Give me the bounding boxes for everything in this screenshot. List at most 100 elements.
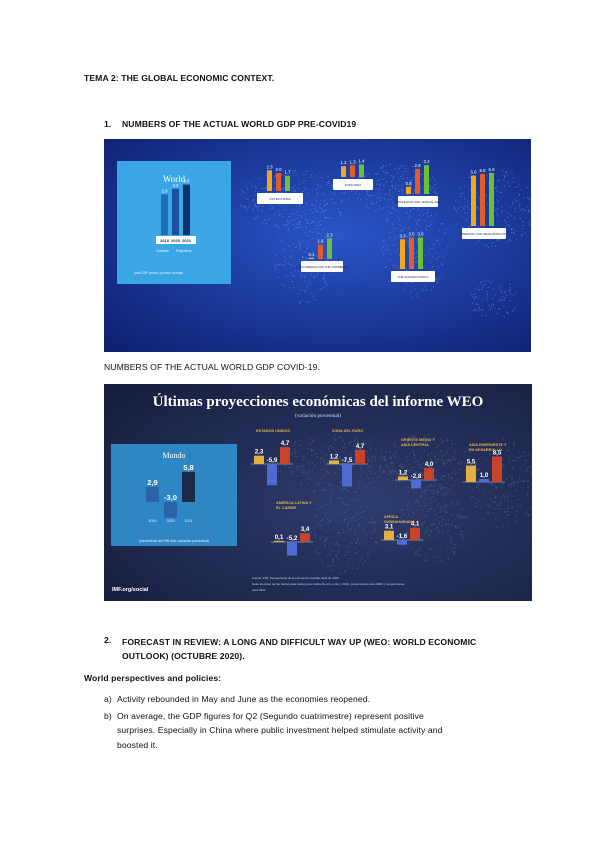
map-dot: [496, 313, 498, 315]
map-dot: [366, 191, 368, 193]
map-dot: [394, 167, 396, 169]
map-dot: [407, 219, 409, 221]
map-dot: [475, 308, 477, 310]
map-dot: [436, 474, 438, 476]
map-dot: [434, 476, 436, 478]
map-dot: [421, 524, 423, 526]
map-dot: [372, 481, 374, 483]
map-dot: [302, 455, 304, 457]
map-dot: [504, 219, 506, 221]
map-dot: [500, 191, 503, 193]
map-dot: [283, 477, 285, 479]
map-dot: [296, 210, 298, 213]
map-dot: [379, 469, 381, 471]
map-dot: [415, 229, 417, 231]
map-dot: [255, 206, 257, 208]
map-dot: [513, 444, 515, 446]
map-dot: [516, 239, 518, 241]
map-dot: [366, 451, 368, 453]
map-dot: [368, 483, 370, 485]
map-dot: [362, 511, 365, 513]
map-dot: [431, 466, 433, 469]
map-dot: [254, 204, 256, 206]
map-dot: [315, 516, 318, 518]
map-dot: [401, 475, 403, 477]
map-dot: [341, 201, 344, 203]
map-dot: [421, 447, 423, 449]
map-dot: [287, 262, 289, 265]
fig2-region-label: EN DESARROLLO: [469, 448, 502, 452]
map-dot: [497, 453, 499, 455]
map-dot: [463, 535, 465, 537]
map-dot: [416, 261, 418, 263]
map-dot: [364, 560, 366, 562]
map-dot: [437, 490, 439, 492]
map-dot: [457, 527, 459, 529]
map-dot: [375, 541, 378, 543]
map-dot: [490, 306, 492, 308]
map-dot: [463, 198, 465, 200]
map-dot: [370, 464, 372, 466]
map-dot: [512, 441, 514, 443]
map-dot: [387, 199, 389, 201]
map-dot: [492, 242, 494, 244]
map-dot: [403, 445, 405, 447]
map-dot: [351, 190, 353, 192]
map-dot: [414, 435, 416, 437]
map-dot: [474, 296, 476, 298]
map-dot: [522, 225, 524, 227]
map-dot: [304, 276, 306, 278]
map-dot: [339, 511, 341, 514]
map-dot: [387, 466, 389, 468]
fig2-region-bar: [267, 464, 277, 486]
map-dot: [407, 486, 409, 488]
map-dot: [413, 188, 415, 191]
map-dot: [414, 471, 416, 473]
map-dot: [404, 167, 406, 169]
map-dot: [526, 514, 528, 516]
map-dot: [276, 192, 278, 194]
map-dot: [512, 459, 514, 461]
map-dot: [474, 293, 476, 295]
map-dot: [284, 224, 286, 226]
fig1-region-label-box: [257, 193, 303, 204]
map-dot: [406, 521, 409, 523]
map-dot: [380, 455, 383, 457]
map-dot: [321, 240, 324, 242]
map-dot: [511, 478, 513, 480]
map-dot: [311, 439, 313, 441]
map-dot: [306, 284, 308, 286]
map-dot: [339, 464, 341, 466]
map-dot: [502, 483, 504, 485]
map-dot: [277, 471, 279, 473]
map-dot: [356, 437, 358, 439]
list-item-line: surprises. Especially in China where pub…: [117, 725, 443, 735]
map-dot: [486, 458, 488, 461]
map-dot: [522, 480, 524, 482]
map-dot: [442, 486, 444, 488]
map-dot: [508, 289, 510, 291]
map-dot: [428, 253, 430, 255]
map-dot: [490, 497, 492, 499]
map-dot: [365, 442, 367, 444]
map-dot: [410, 509, 412, 511]
map-dot: [507, 505, 509, 507]
map-dot: [408, 502, 410, 504]
map-dot: [425, 227, 427, 229]
map-dot: [449, 535, 451, 537]
map-dot: [361, 444, 363, 446]
fig2-region-bar: [398, 476, 408, 480]
map-dot: [412, 473, 414, 475]
map-dot: [321, 477, 323, 479]
map-dot: [407, 468, 409, 470]
map-dot: [255, 188, 257, 190]
map-dot: [462, 538, 464, 540]
map-dot: [510, 293, 512, 295]
map-dot: [331, 198, 333, 200]
map-dot: [308, 442, 310, 444]
map-dot: [428, 548, 430, 550]
map-dot: [496, 190, 498, 192]
map-dot: [331, 202, 333, 204]
fig2-region-bar: [410, 527, 420, 540]
